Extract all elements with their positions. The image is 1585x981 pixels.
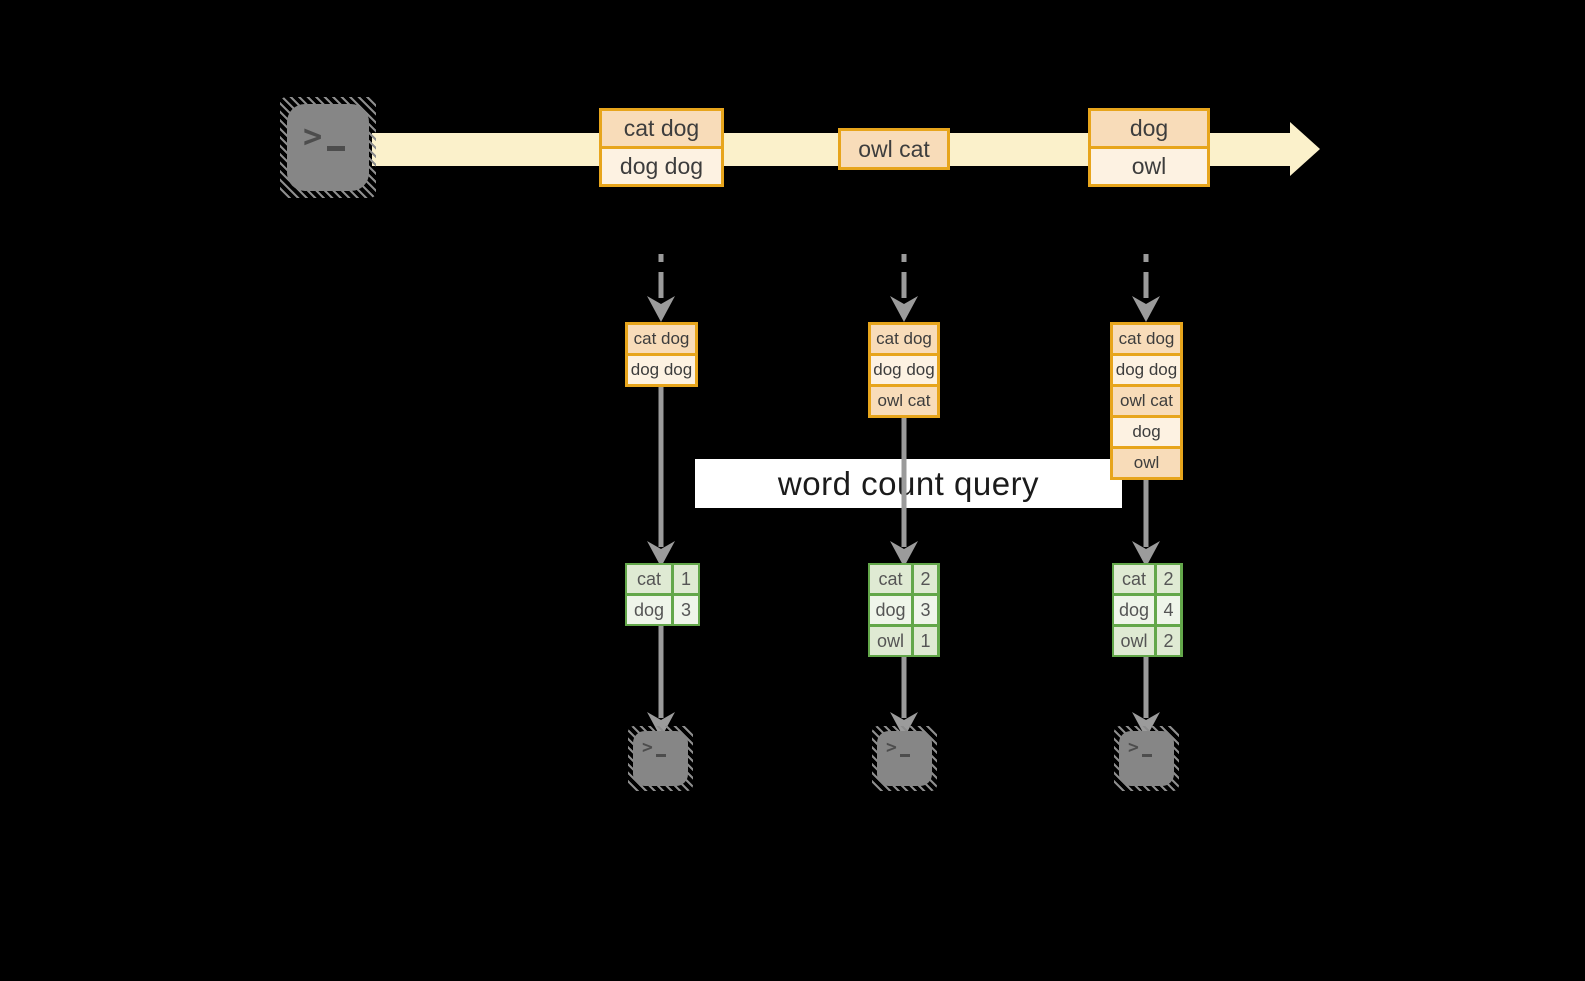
stream-to-state-arrow-3 [1132,254,1160,322]
batch-row: cat dog [602,111,721,146]
stream-batch-box-1: cat dog dog dog [599,108,724,187]
batch-row: owl [1091,146,1207,184]
state-row: owl [1113,446,1180,477]
batch-row: dog dog [602,146,721,184]
count-table-3: cat 2 dog 4 owl 2 [1112,563,1183,657]
table-cell-word: cat [870,565,911,593]
batch-row: dog [1091,111,1207,146]
table-cell-word: cat [1114,565,1154,593]
terminal-sink-icon-1: > [628,726,693,791]
state-row: dog dog [628,353,695,384]
state-row: owl cat [871,384,937,415]
stream-batch-box-3: dog owl [1088,108,1210,187]
stream-to-state-arrow-2 [890,254,918,322]
terminal-cursor-glyph [1141,754,1152,757]
state-box-3: cat dog dog dog owl cat dog owl [1110,322,1183,480]
table-cell-word: dog [870,596,911,624]
state-row: dog dog [1113,353,1180,384]
terminal-icon-body: > [877,731,932,786]
terminal-prompt-glyph: > [642,737,653,758]
table-cell-count: 1 [674,565,698,593]
batch-row: owl cat [841,131,947,167]
stream-arrowhead-icon [1290,122,1320,176]
state-box-2: cat dog dog dog owl cat [868,322,940,418]
terminal-source-icon: > [280,97,376,198]
terminal-cursor-glyph [655,754,666,757]
state-row: cat dog [628,325,695,353]
state-box-1: cat dog dog dog [625,322,698,387]
terminal-prompt-glyph: > [886,737,897,758]
terminal-icon-body: > [633,731,688,786]
terminal-icon-body: > [1119,731,1174,786]
table-cell-word: dog [627,596,671,624]
table-cell-count: 3 [674,596,698,624]
state-row: dog dog [871,353,937,384]
table-cell-count: 4 [1157,596,1180,624]
state-to-table-arrow-3 [1132,475,1160,567]
terminal-sink-icon-2: > [872,726,937,791]
stream-to-state-arrow-1 [647,254,675,322]
count-table-1: cat 1 dog 3 [625,563,700,626]
table-cell-word: cat [627,565,671,593]
state-row: dog [1113,415,1180,446]
table-to-sink-arrow-1 [647,626,675,738]
table-to-sink-arrow-2 [890,657,918,738]
terminal-prompt-glyph: > [1128,737,1139,758]
terminal-icon-body: > [287,104,369,191]
table-cell-count: 2 [914,565,937,593]
table-cell-count: 2 [1157,565,1180,593]
query-label-band: word count query [695,459,1122,508]
table-cell-count: 1 [914,627,937,655]
state-row: owl cat [1113,384,1180,415]
table-cell-word: owl [1114,627,1154,655]
state-to-table-arrow-1 [647,387,675,567]
table-to-sink-arrow-3 [1132,657,1160,738]
terminal-sink-icon-3: > [1114,726,1179,791]
state-row: cat dog [1113,325,1180,353]
query-label: word count query [777,464,1040,502]
table-cell-word: dog [1114,596,1154,624]
count-table-2: cat 2 dog 3 owl 1 [868,563,940,657]
terminal-cursor-glyph [899,754,910,757]
terminal-prompt-glyph: > [303,117,323,155]
terminal-cursor-glyph [327,146,346,151]
table-cell-count: 3 [914,596,937,624]
table-cell-word: owl [870,627,911,655]
stream-batch-box-2: owl cat [838,128,950,170]
state-row: cat dog [871,325,937,353]
state-to-table-arrow-2 [890,413,918,567]
table-cell-count: 2 [1157,627,1180,655]
